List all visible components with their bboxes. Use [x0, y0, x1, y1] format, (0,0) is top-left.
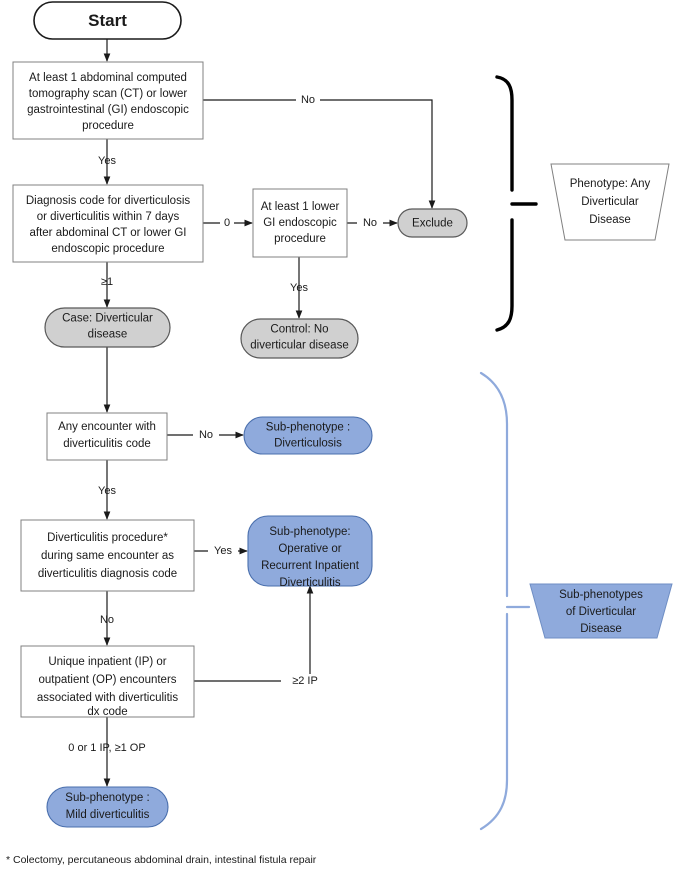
- decision-diagnosis-code-7-days[interactable]: Diagnosis code for diverticulosis or div…: [12, 184, 204, 263]
- lowergi-box-line-2: GI endoscopic: [263, 217, 337, 229]
- start-node-label: Start: [88, 11, 127, 30]
- control-label-line-2: diverticular disease: [250, 340, 348, 352]
- case-label-line-2: disease: [88, 329, 128, 341]
- anyencounter-line-1: Any encounter with: [58, 421, 156, 433]
- decision-diverticulitis-procedure[interactable]: Diverticulitis procedure* during same en…: [20, 519, 195, 592]
- control-label-line-1: Control: No: [270, 324, 328, 336]
- decision-ct-or-lower-gi[interactable]: At least 1 abdominal computed tomography…: [12, 61, 204, 140]
- operative-line-1: Sub-phenotype:: [269, 526, 350, 538]
- bracket-blue-curve: [479, 371, 509, 831]
- encounters-line-3: associated with diverticulitis: [37, 692, 179, 704]
- edge-label-ip-op-split: 0 or 1 IP, ≥1 OP: [68, 742, 145, 754]
- edge-label-yes-ct: Yes: [98, 155, 116, 167]
- callout-phenotype-any-diverticular-disease[interactable]: Phenotype: Any Diverticular Disease: [550, 163, 670, 241]
- edge-label-ge2-ip: ≥2 IP: [292, 675, 318, 687]
- decision-at-least-1-lower-gi[interactable]: At least 1 lower GI endoscopic procedure: [252, 188, 348, 258]
- edge-label-zero-dx: 0: [224, 217, 230, 229]
- bracket-sub-phenotypes: [479, 371, 531, 831]
- diverticulosis-line-1: Sub-phenotype :: [266, 422, 350, 434]
- callout-subphenotypes-line-1: Sub-phenotypes: [559, 589, 643, 601]
- edge-label-yes-procedure: Yes: [214, 545, 232, 557]
- terminal-subphenotype-diverticulosis[interactable]: Sub-phenotype : Diverticulosis: [243, 416, 373, 455]
- edge-encounters-ge2ip-to-operative: [194, 585, 314, 682]
- encounters-line-1: Unique inpatient (IP) or: [48, 656, 166, 668]
- bracket-black-curve: [495, 75, 514, 332]
- procedure-line-3: diverticulitis diagnosis code: [38, 568, 177, 580]
- encounters-line-2: outpatient (OP) encounters: [38, 674, 176, 686]
- edge-label-yes-encounter: Yes: [98, 485, 116, 497]
- terminal-subphenotype-operative-recurrent[interactable]: Sub-phenotype: Operative or Recurrent In…: [247, 515, 373, 589]
- callout-subphenotypes-line-2: of Diverticular: [566, 606, 636, 618]
- procedure-line-2: during same encounter as: [41, 550, 174, 562]
- procedure-line-1: Diverticulitis procedure*: [47, 532, 168, 544]
- edge-label-no-lowergi: No: [363, 217, 377, 229]
- case-label-line-1: Case: Diverticular: [62, 313, 153, 325]
- ct-box-line-3: gastrointestinal (GI) endoscopic: [27, 104, 189, 116]
- anyencounter-line-2: diverticulitis code: [63, 438, 151, 450]
- lowergi-box-line-3: procedure: [274, 233, 326, 245]
- exclude-label: Exclude: [412, 218, 453, 230]
- encounters-line-4: dx code: [87, 706, 127, 718]
- callout-phenotype-line-1: Phenotype: Any: [570, 178, 651, 190]
- edge-label-no-procedure: No: [100, 614, 114, 626]
- terminal-case-diverticular-disease[interactable]: Case: Diverticular disease: [44, 307, 171, 348]
- lowergi-box-line-1: At least 1 lower: [261, 201, 340, 213]
- edge-ct-no-to-exclude: [203, 99, 436, 209]
- decision-unique-ip-op-encounters[interactable]: Unique inpatient (IP) or outpatient (OP)…: [20, 645, 195, 718]
- callout-phenotype-line-2: Diverticular: [581, 196, 639, 208]
- dxcode-box-line-3: after abdominal CT or lower GI: [29, 227, 186, 239]
- ct-box-line-2: tomography scan (CT) or lower: [29, 88, 188, 100]
- footnote-text: * Colectomy, percutaneous abdominal drai…: [6, 854, 317, 866]
- operative-line-2: Operative or: [278, 543, 341, 555]
- callout-subphenotypes-line-3: Disease: [580, 623, 622, 635]
- mild-line-1: Sub-phenotype :: [65, 792, 149, 804]
- ct-box-line-4: procedure: [82, 120, 134, 132]
- bracket-phenotype-any: [495, 75, 538, 332]
- dxcode-box-line-2: or diverticulitis within 7 days: [37, 211, 180, 223]
- callout-sub-phenotypes-of-diverticular-disease[interactable]: Sub-phenotypes of Diverticular Disease: [529, 583, 673, 639]
- diverticulosis-line-2: Diverticulosis: [274, 438, 342, 450]
- decision-any-encounter-diverticulitis-code[interactable]: Any encounter with diverticulitis code: [46, 412, 168, 461]
- callout-phenotype-line-3: Disease: [589, 214, 631, 226]
- dxcode-box-line-1: Diagnosis code for diverticulosis: [26, 195, 191, 207]
- dxcode-box-line-4: endoscopic procedure: [51, 243, 164, 255]
- edge-label-yes-lowergi: Yes: [290, 282, 308, 294]
- edge-label-ge1-dx: ≥1: [101, 276, 113, 288]
- edge-label-no-encounter: No: [199, 429, 213, 441]
- edge-label-layer: No Yes 0 No ≥1 Yes No Yes Yes No ≥2 IP 0…: [68, 92, 383, 754]
- operative-line-3: Recurrent Inpatient: [261, 560, 360, 572]
- ct-box-line-1: At least 1 abdominal computed: [29, 72, 187, 84]
- operative-line-4: Diverticulitis: [279, 577, 341, 589]
- edge-label-no-ct: No: [301, 94, 315, 106]
- mild-line-2: Mild diverticulitis: [66, 809, 150, 821]
- terminal-exclude[interactable]: Exclude: [397, 208, 468, 238]
- terminal-control-no-diverticular-disease[interactable]: Control: No diverticular disease: [240, 318, 359, 359]
- start-node[interactable]: Start: [33, 1, 182, 40]
- terminal-subphenotype-mild-diverticulitis[interactable]: Sub-phenotype : Mild diverticulitis: [46, 786, 169, 828]
